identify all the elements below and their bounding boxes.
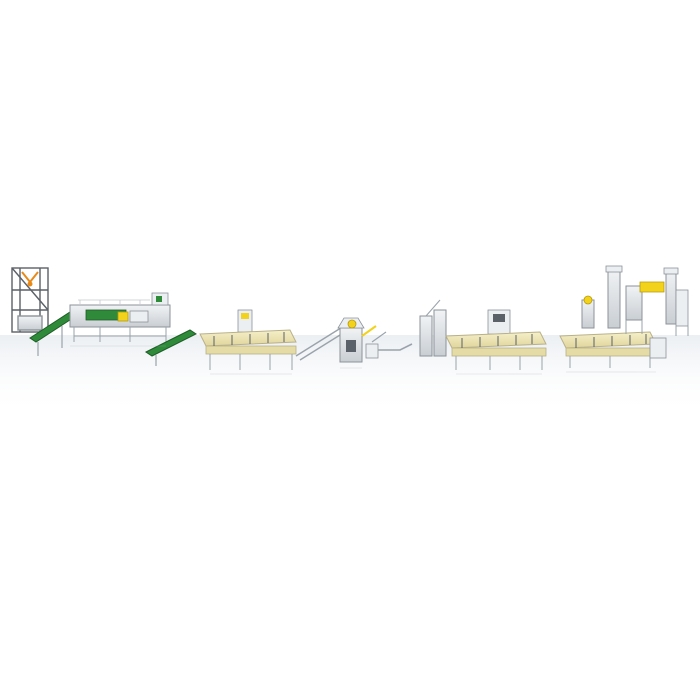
conveyor-2 [145, 329, 197, 366]
transfer-pipe [378, 343, 413, 351]
washing-tank-1 [199, 309, 297, 370]
crusher [337, 317, 387, 363]
washing-tank-2 [445, 309, 547, 370]
machine-reflections [70, 345, 656, 375]
bale-breaker-tower [11, 267, 49, 333]
sorting-platform [69, 292, 171, 342]
friction-washer-1 [419, 299, 447, 357]
washing-tank-3 [559, 331, 667, 368]
dryer-and-silo [581, 265, 689, 336]
